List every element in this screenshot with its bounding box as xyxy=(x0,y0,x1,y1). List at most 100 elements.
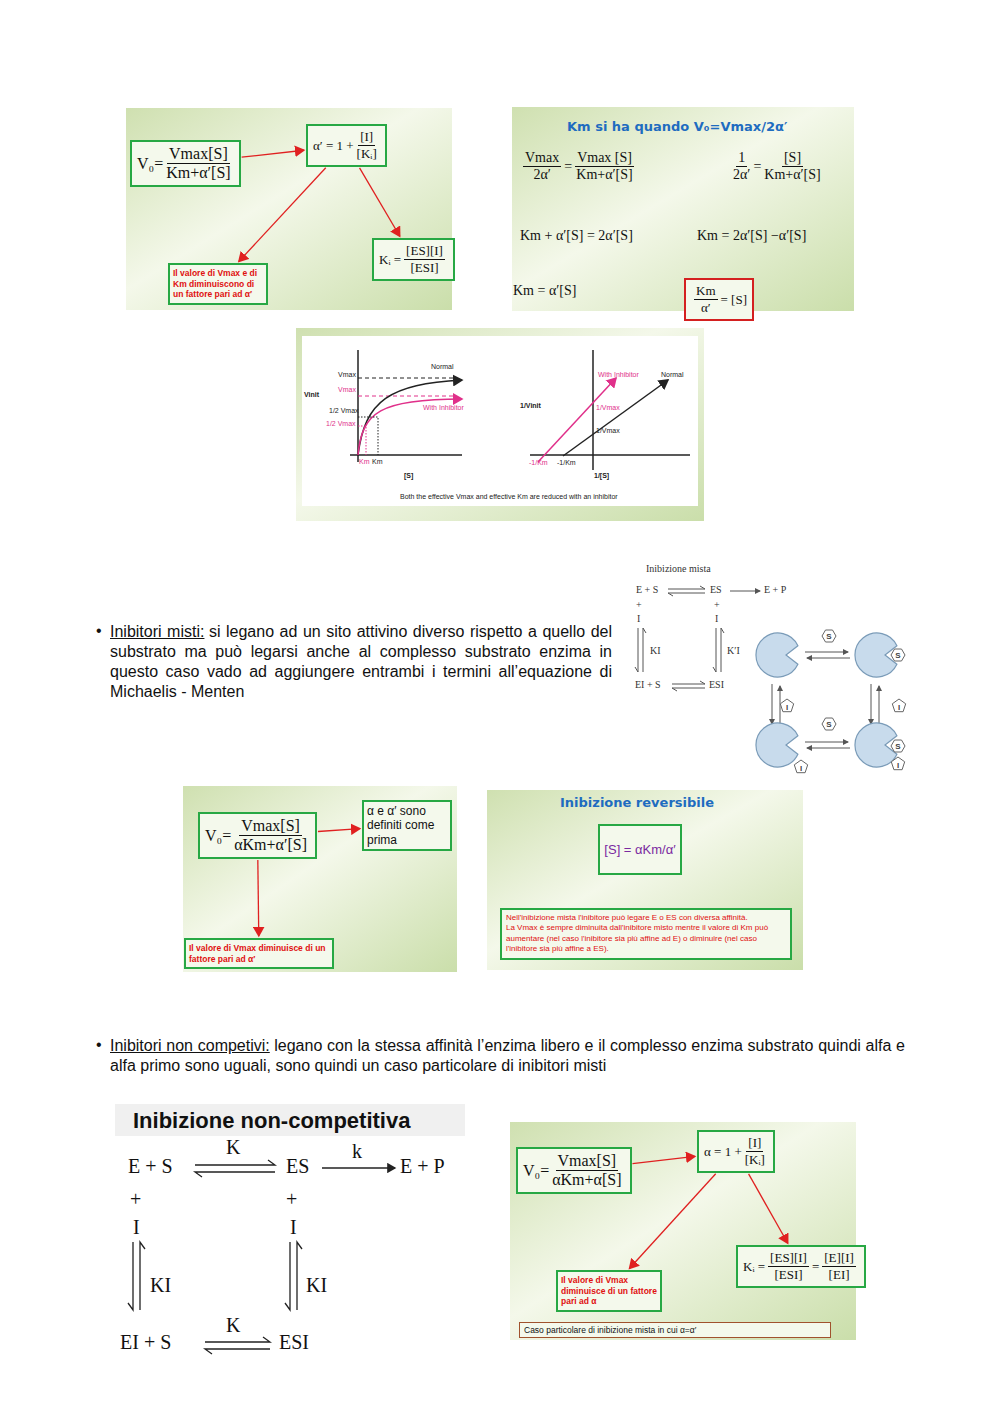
box-text: [ES][I] xyxy=(404,243,445,260)
box-text: αKm+α[S] xyxy=(552,1171,621,1189)
label: I xyxy=(133,1216,140,1239)
label: 1/Vmax xyxy=(596,404,620,411)
box-text: = [S] xyxy=(721,292,747,308)
bullet-paragraph: Inibitori non competivi:legano con la st… xyxy=(110,1036,905,1076)
arrow-connector xyxy=(629,1174,715,1269)
label: 1/2 Vmax xyxy=(326,420,356,427)
arrow-connector xyxy=(257,860,259,936)
box-text: Il valore di Vmax e di Km diminuiscono d… xyxy=(173,268,257,299)
box-text: [Kᵢ] xyxy=(745,1152,765,1168)
formula-box: Kᵢ =[ES][I][ESI]=[E][I][EI] xyxy=(736,1245,866,1288)
label: I xyxy=(290,1216,297,1239)
pentagon-symbol xyxy=(794,760,807,773)
equation-part: = xyxy=(564,159,572,175)
label: k xyxy=(352,1140,362,1163)
equation-part: 2α′ xyxy=(733,167,750,183)
label: I xyxy=(637,613,640,624)
label: + xyxy=(714,599,720,610)
label: E + S xyxy=(128,1155,173,1178)
fraction: [E][I][EI] xyxy=(822,1250,856,1283)
formula-box: Caso particolare di inibizione mista in … xyxy=(519,1322,831,1338)
formula-box: [S] = αKm/α′ xyxy=(598,824,682,875)
box-text: La Vmax è sempre diminuita dall'inibitor… xyxy=(506,923,786,954)
fraction: Kmα′ xyxy=(694,283,718,316)
label: 1/Vmax xyxy=(596,427,620,434)
arrow-connector xyxy=(239,168,326,262)
fraction: Vmax[S]αKm+α′[S] xyxy=(234,817,307,854)
enzyme-illustration xyxy=(756,633,897,767)
formula-box: Il valore di Vmax diminuisce di un fatto… xyxy=(556,1270,662,1312)
box-text: α′ = 1 + xyxy=(313,138,354,154)
box-text: αKm+α′[S] xyxy=(234,836,307,854)
box-text: V₀= xyxy=(205,827,231,845)
mixed-scheme-arrows xyxy=(635,586,879,748)
box-text: Il valore di Vmax diminuisce di un fatto… xyxy=(561,1275,657,1306)
label: S xyxy=(826,632,831,641)
arrow-connector xyxy=(242,150,304,157)
formula-box: V₀=Vmax[S]αKm+α′[S] xyxy=(198,812,317,859)
box-text: [ES][I] xyxy=(768,1250,809,1267)
label: EI + S xyxy=(120,1331,171,1354)
label: KI xyxy=(306,1274,327,1297)
equation-part: 2α′ xyxy=(533,167,550,183)
equation: 12α′=[S]Km+α′[S] xyxy=(730,150,824,183)
formula-box: α = 1 +[I][Kᵢ] xyxy=(697,1130,775,1173)
box-text: = xyxy=(812,1259,819,1275)
label: S xyxy=(895,651,900,660)
label: -1/Km xyxy=(557,459,576,466)
equation-part: 1 xyxy=(736,150,747,167)
fraction: [ES][I][ESI] xyxy=(768,1250,809,1283)
label: EI + S xyxy=(635,679,661,690)
fraction: [I][Kᵢ] xyxy=(745,1135,765,1168)
label: Vmax xyxy=(338,371,356,378)
label: E + P xyxy=(400,1155,445,1178)
label: E + S xyxy=(636,584,658,595)
box-text: [I] xyxy=(746,1135,763,1152)
label: With Inhibitor xyxy=(423,404,464,411)
label: E + P xyxy=(764,584,786,595)
box-text: α = 1 + xyxy=(704,1144,742,1160)
fraction: Vmax [S]Km+α′[S] xyxy=(575,150,634,183)
pentagon-symbol xyxy=(892,699,905,712)
label: Vinit xyxy=(304,391,319,398)
box-text: Km xyxy=(694,283,718,300)
label: K′I xyxy=(727,645,740,656)
formula-box: α′ = 1 +[I][Kᵢ] xyxy=(306,124,387,167)
label: ES xyxy=(710,584,722,595)
label: [S] xyxy=(404,472,413,479)
formula-box: α e α′ sono definiti come prima xyxy=(362,800,452,851)
arrow-connector xyxy=(632,1156,695,1163)
box-text: [S] = αKm/α′ xyxy=(604,842,675,857)
hexagon-symbol xyxy=(822,630,836,642)
box-text: α e α′ sono definiti come prima xyxy=(367,804,434,847)
formula-box: Il valore di Vmax diminuisce di un fatto… xyxy=(184,938,334,969)
arrow-connector xyxy=(749,1174,788,1243)
label: Inibizione mista xyxy=(646,563,711,574)
box-text: Caso particolare di inibizione mista in … xyxy=(524,1325,696,1335)
lineweaver-burk-plot xyxy=(530,350,690,470)
label: I xyxy=(897,761,899,770)
fraction: [ES][I][ESI] xyxy=(404,243,445,276)
equation-part: Vmax xyxy=(523,150,561,167)
label: -1/Km xyxy=(529,459,548,466)
label: ESI xyxy=(709,679,724,690)
label: I xyxy=(715,613,718,624)
hexagon-symbol xyxy=(891,649,905,661)
box-text: [ESI] xyxy=(410,260,438,276)
fraction: Vmax[S]αKm+α[S] xyxy=(552,1152,621,1189)
label: I xyxy=(800,764,802,773)
formula-box: Kmα′= [S] xyxy=(684,278,754,321)
label: Km si ha quando V₀=Vmax/2α′ xyxy=(567,119,787,134)
noncompetitive-scheme-arrows xyxy=(128,1160,395,1354)
label: ES xyxy=(286,1155,309,1178)
label: Inibizione non-competitiva xyxy=(133,1108,410,1134)
label: ESI xyxy=(279,1331,309,1354)
formula-box: Kᵢ =[ES][I][ESI] xyxy=(372,238,455,281)
label: KI xyxy=(150,1274,171,1297)
box-text: [Kᵢ] xyxy=(357,146,377,162)
label: Km = α′[S] xyxy=(513,283,576,299)
label: Both the effective Vmax and effective Km… xyxy=(400,493,618,500)
equation-part: [S] xyxy=(782,150,803,167)
